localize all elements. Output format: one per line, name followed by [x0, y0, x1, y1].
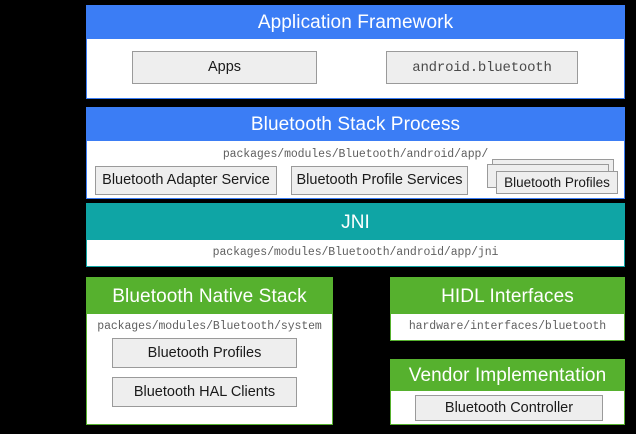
application-framework-header: Application Framework [87, 6, 624, 39]
layer-bluetooth-stack-process: Bluetooth Stack Process packages/modules… [86, 107, 625, 199]
bluetooth-native-stack-path: packages/modules/Bluetooth/system [97, 320, 322, 333]
node-bluetooth-profile-services[interactable]: Bluetooth Profile Services [291, 166, 468, 195]
connector-native-stack-to-hidl-right [380, 293, 390, 296]
layer-application-framework: Application Framework Apps android.bluet… [86, 5, 625, 99]
node-bluetooth-profiles[interactable]: Bluetooth Profiles [112, 338, 297, 368]
node-bluetooth-hal-clients[interactable]: Bluetooth HAL Clients [112, 377, 297, 407]
jni-header: JNI [87, 204, 624, 240]
vendor-implementation-header: Vendor Implementation [391, 360, 624, 391]
application-framework-body: Apps android.bluetooth [87, 39, 624, 98]
hidl-interfaces-header: HIDL Interfaces [391, 278, 624, 314]
layer-hidl-interfaces: HIDL Interfaces hardware/interfaces/blue… [390, 277, 625, 341]
hidl-interfaces-body: hardware/interfaces/bluetooth [391, 314, 624, 340]
node-bluetooth-profiles-stack[interactable]: Bluetooth Profiles [482, 159, 622, 197]
jni-body: packages/modules/Bluetooth/android/app/j… [87, 240, 624, 266]
node-apps[interactable]: Apps [132, 51, 317, 84]
node-android-bluetooth[interactable]: android.bluetooth [386, 51, 578, 84]
connector-native-stack-to-hidl-left [333, 293, 343, 296]
vendor-implementation-body: Bluetooth Controller [391, 391, 624, 424]
bluetooth-stack-process-path: packages/modules/Bluetooth/android/app/ [222, 148, 489, 161]
layer-vendor-implementation: Vendor Implementation Bluetooth Controll… [390, 359, 625, 425]
node-bluetooth-adapter-service[interactable]: Bluetooth Adapter Service [95, 166, 277, 195]
jni-path: packages/modules/Bluetooth/android/app/j… [212, 246, 499, 259]
hidl-interfaces-path: hardware/interfaces/bluetooth [408, 320, 607, 333]
bluetooth-stack-process-body: packages/modules/Bluetooth/android/app/ … [87, 141, 624, 198]
layer-jni: JNI packages/modules/Bluetooth/android/a… [86, 203, 625, 267]
bluetooth-native-stack-header: Bluetooth Native Stack [87, 278, 332, 314]
node-bluetooth-controller[interactable]: Bluetooth Controller [415, 395, 603, 421]
bluetooth-native-stack-body: packages/modules/Bluetooth/system Blueto… [87, 314, 332, 424]
layer-bluetooth-native-stack: Bluetooth Native Stack packages/modules/… [86, 277, 333, 425]
bluetooth-stack-process-header: Bluetooth Stack Process [87, 108, 624, 141]
stack-layer-front-label: Bluetooth Profiles [496, 171, 618, 194]
